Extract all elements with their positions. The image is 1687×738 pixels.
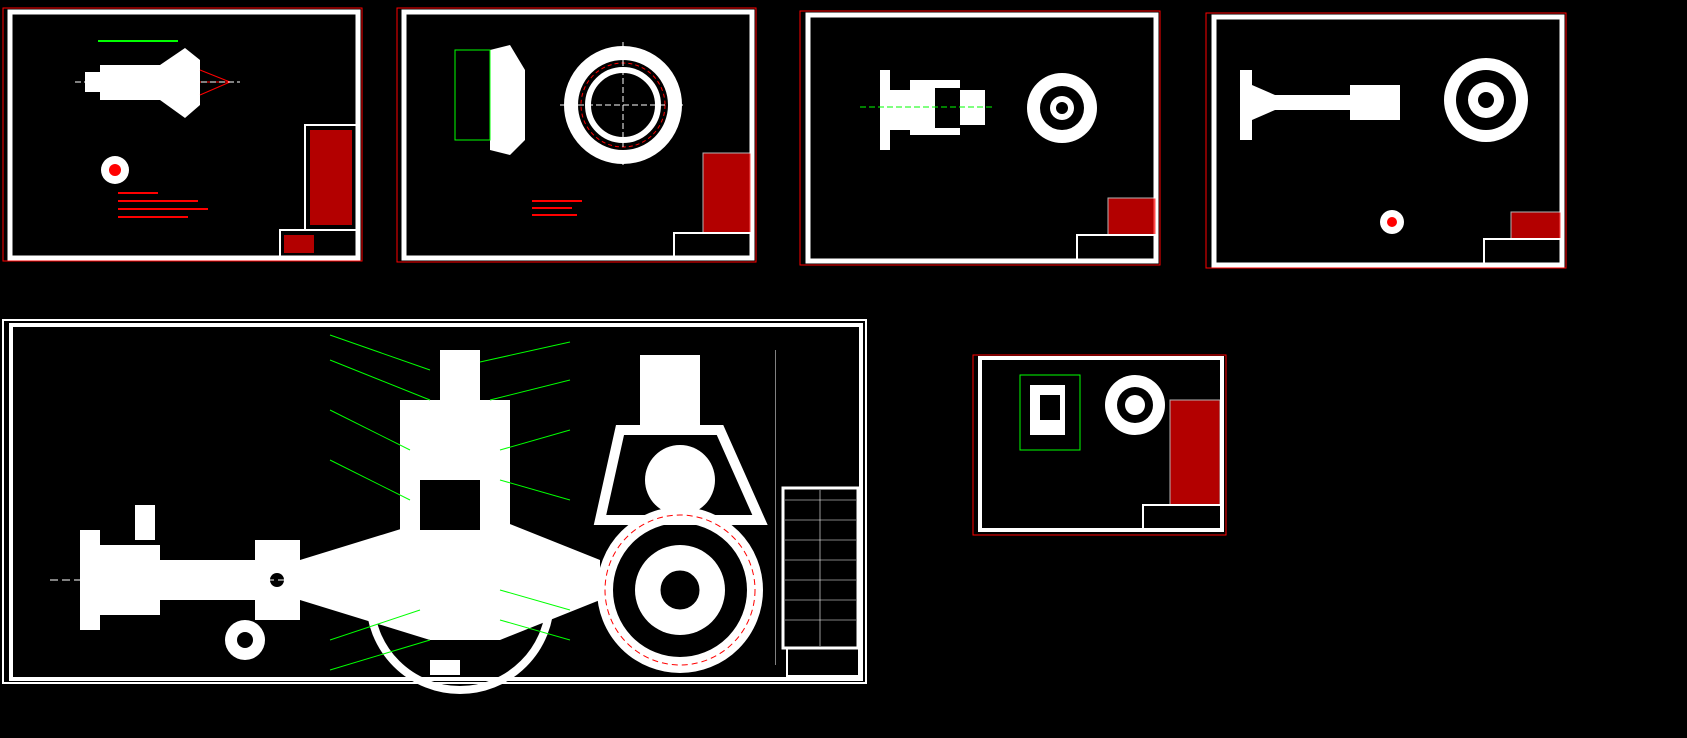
title-block <box>786 647 860 677</box>
title-block <box>1142 504 1222 530</box>
technical-notes <box>532 200 582 216</box>
parameter-table <box>1169 399 1221 506</box>
sheet-gear-ring[interactable] <box>396 7 757 263</box>
title-block <box>1076 234 1157 262</box>
sheet-bevel-gear-shaft[interactable] <box>2 7 363 262</box>
leader-lines <box>329 334 571 671</box>
parameter-table <box>702 152 752 234</box>
sheet-half-shaft[interactable] <box>1205 12 1567 269</box>
technical-notes <box>118 192 208 218</box>
assembly-view-front <box>593 350 776 673</box>
part-view <box>1019 374 1165 451</box>
part-view <box>860 70 1097 150</box>
title-block <box>673 232 753 259</box>
parameter-table <box>1510 211 1562 240</box>
title-block <box>279 229 359 259</box>
part-view <box>75 40 240 184</box>
parts-list-rows <box>785 490 856 646</box>
sheet-differential-assembly[interactable] <box>2 319 867 694</box>
title-block <box>1483 238 1562 266</box>
parameter-table <box>1107 197 1157 236</box>
sheet-spline-shaft[interactable] <box>799 10 1161 266</box>
sheet-side-gear[interactable] <box>972 354 1227 536</box>
assembly-view-side <box>50 350 600 694</box>
parameter-table <box>304 124 358 231</box>
part-view <box>454 42 686 168</box>
part-view <box>1240 58 1528 234</box>
